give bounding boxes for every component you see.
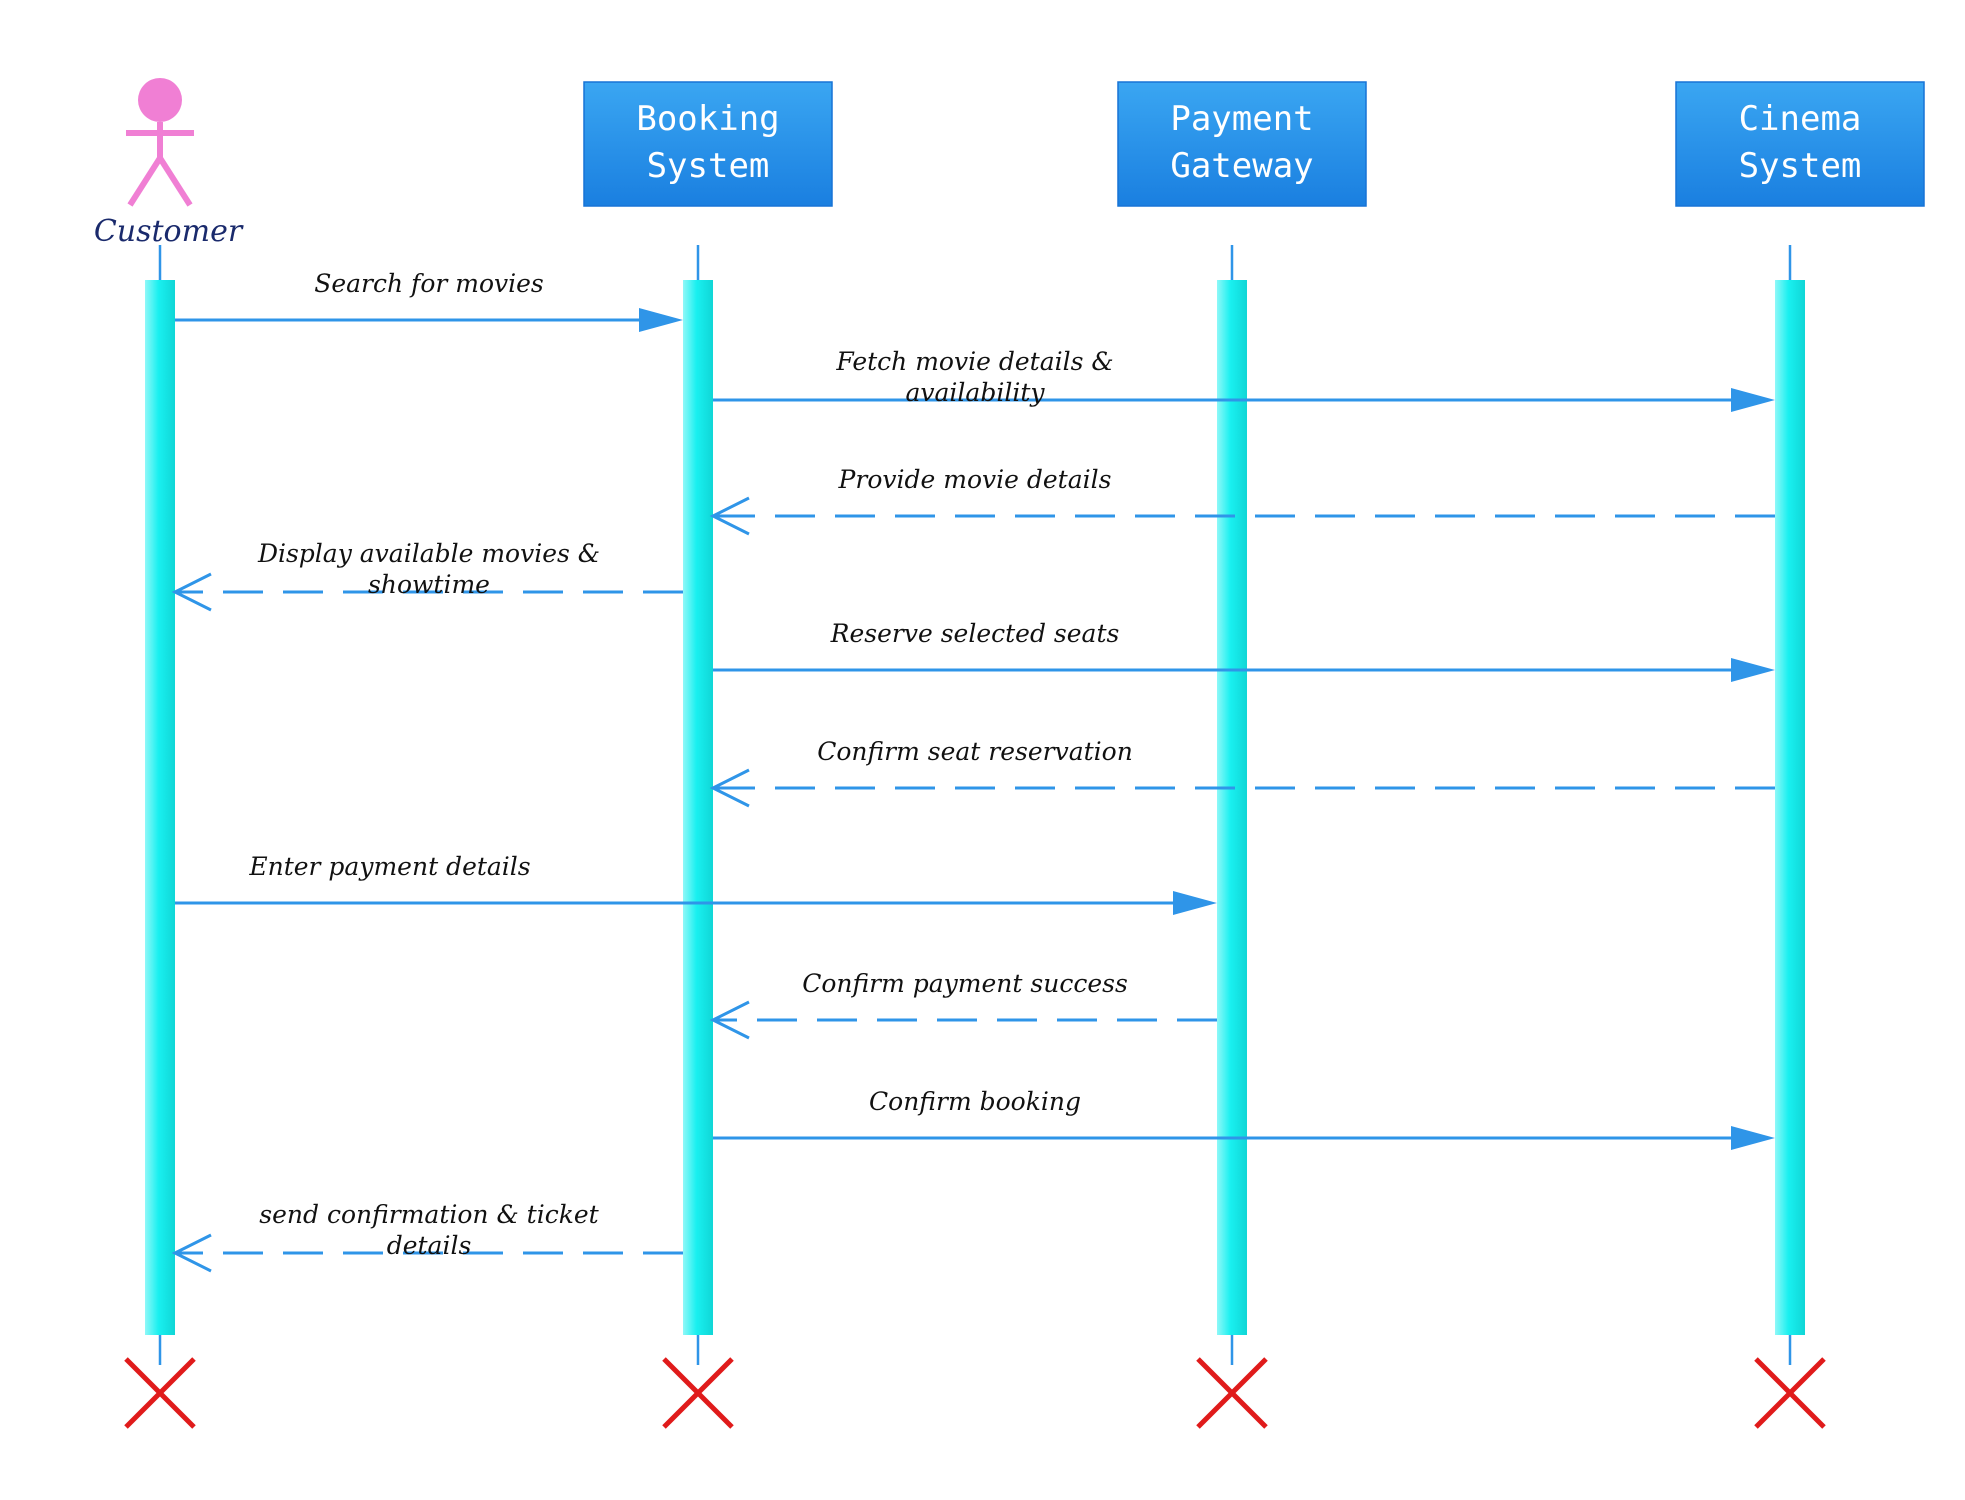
message-label: Enter payment details bbox=[248, 852, 530, 881]
open-arrowhead-icon bbox=[709, 768, 750, 808]
message-7: Enter payment details bbox=[175, 852, 1217, 915]
participant-label: Cinema bbox=[1739, 99, 1862, 139]
arrowhead-icon bbox=[1173, 891, 1217, 915]
destroy-marker-cinema-icon bbox=[1754, 1357, 1826, 1429]
arrowhead-icon bbox=[639, 308, 683, 332]
message-9: Confirm booking bbox=[713, 1087, 1775, 1150]
message-label: availability bbox=[906, 378, 1046, 407]
actor-head-icon bbox=[138, 78, 182, 122]
arrowhead-icon bbox=[1731, 1126, 1775, 1150]
message-label: Reserve selected seats bbox=[830, 619, 1120, 648]
participant-box-shape bbox=[1675, 81, 1925, 207]
actor-leg-icon bbox=[127, 156, 163, 207]
message-6: Confirm seat reservation bbox=[709, 737, 1775, 808]
message-label: details bbox=[387, 1231, 472, 1260]
message-label: Search for movies bbox=[314, 269, 544, 298]
participant-label: System bbox=[1739, 146, 1862, 186]
message-8: Confirm payment success bbox=[709, 969, 1217, 1040]
message-label: Confirm seat reservation bbox=[817, 737, 1133, 766]
actor-customer: Customer bbox=[94, 78, 244, 249]
message-3: Provide movie details bbox=[709, 465, 1775, 536]
message-4: Display available movies &showtime bbox=[171, 539, 683, 612]
participant-box-shape bbox=[583, 81, 833, 207]
message-label: Provide movie details bbox=[838, 465, 1112, 494]
participant-label: Gateway bbox=[1170, 146, 1313, 186]
open-arrowhead-icon bbox=[171, 572, 212, 612]
destroy-marker-customer-icon bbox=[124, 1357, 196, 1429]
activation-bar-booking bbox=[683, 280, 713, 1335]
message-label: send confirmation & ticket bbox=[259, 1200, 599, 1229]
activation-bar-customer bbox=[145, 280, 175, 1335]
message-label: Confirm payment success bbox=[802, 969, 1128, 998]
participant-label: System bbox=[647, 146, 770, 186]
message-label: Fetch movie details & bbox=[835, 347, 1113, 376]
open-arrowhead-icon bbox=[171, 1233, 212, 1273]
participant-label: Payment bbox=[1170, 99, 1313, 139]
actor-label: Customer bbox=[94, 214, 244, 249]
message-5: Reserve selected seats bbox=[713, 619, 1775, 682]
open-arrowhead-icon bbox=[709, 1000, 750, 1040]
message-1: Search for movies bbox=[175, 269, 683, 332]
message-label: Display available movies & bbox=[257, 539, 600, 568]
arrowhead-icon bbox=[1731, 388, 1775, 412]
participant-label: Booking bbox=[636, 99, 779, 139]
message-label: showtime bbox=[368, 570, 490, 599]
arrowhead-icon bbox=[1731, 658, 1775, 682]
destroy-marker-booking-icon bbox=[662, 1357, 734, 1429]
participant-box-shape bbox=[1117, 81, 1367, 207]
open-arrowhead-icon bbox=[709, 496, 750, 536]
actor-leg-icon bbox=[157, 156, 193, 207]
activation-bar-payment bbox=[1217, 280, 1247, 1335]
activation-bar-cinema bbox=[1775, 280, 1805, 1335]
destroy-marker-payment-icon bbox=[1196, 1357, 1268, 1429]
message-2: Fetch movie details &availability bbox=[713, 347, 1775, 412]
message-label: Confirm booking bbox=[869, 1087, 1081, 1116]
